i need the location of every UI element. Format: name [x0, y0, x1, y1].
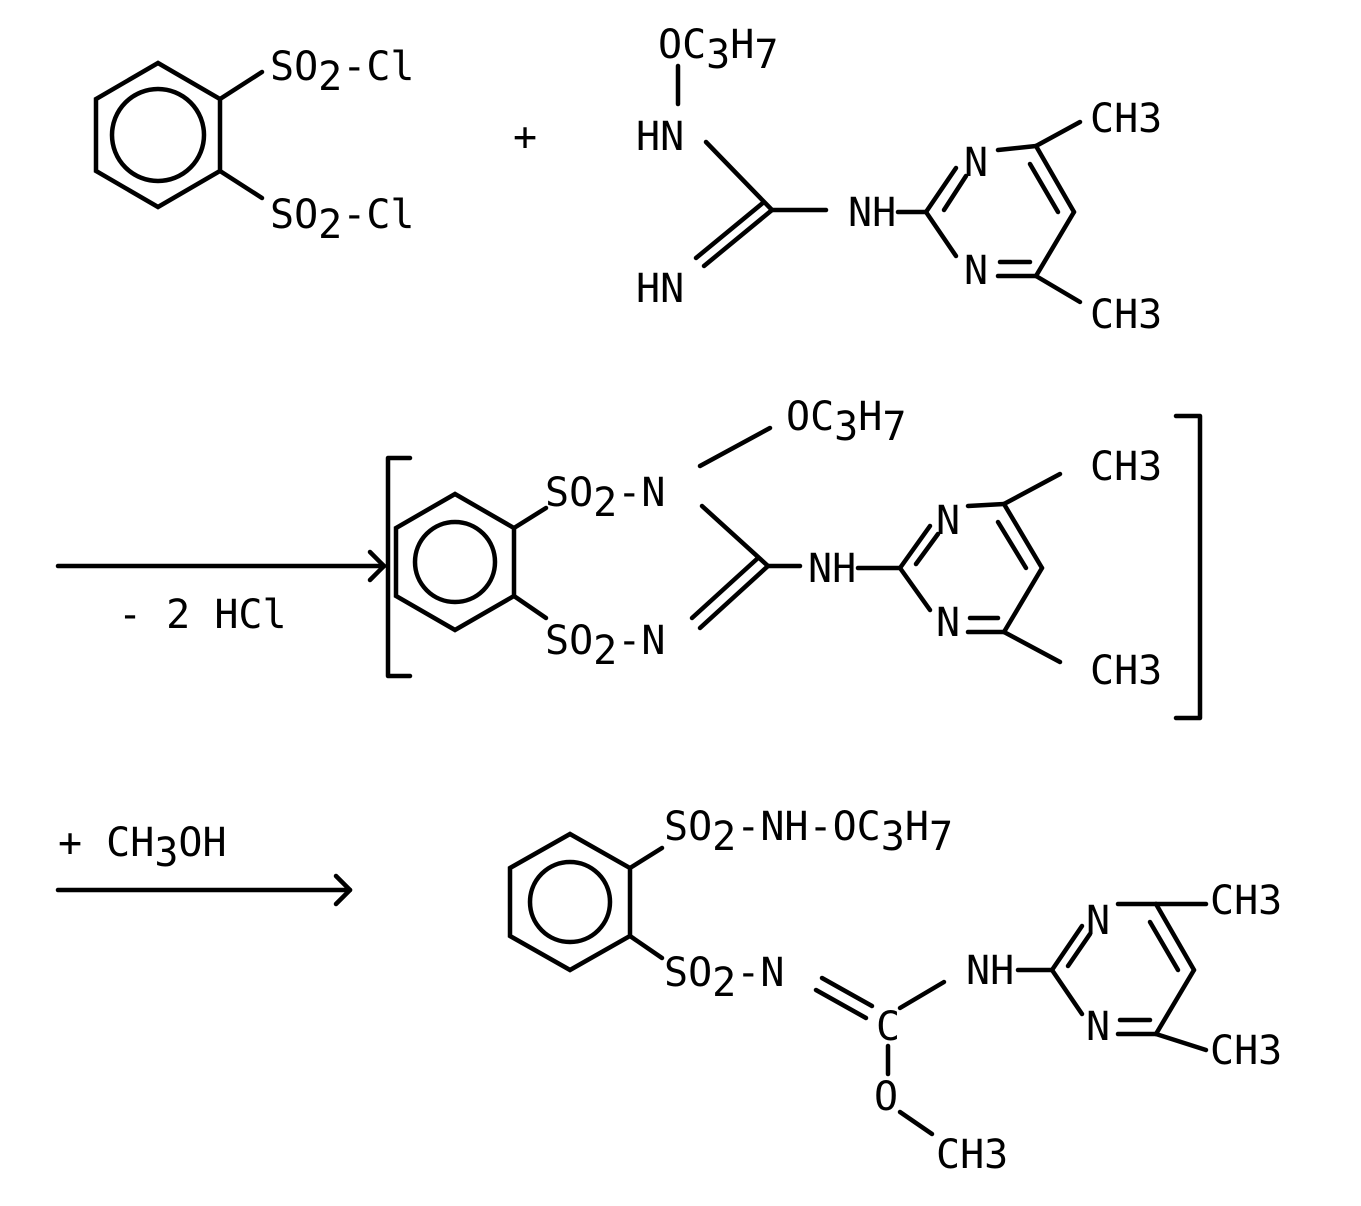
- hn-bottom-r2: HN: [636, 266, 684, 312]
- methoxy-methyl-p: CH3: [936, 1132, 1008, 1178]
- sulfonyl-n-bottom-p: SO2-N: [664, 950, 784, 1006]
- bond-c-nh-double-a: [704, 210, 772, 266]
- benzene-ring-1: [96, 63, 220, 207]
- methyl-bottom-p: CH3: [1210, 1028, 1282, 1074]
- pyr-p-bond-6: [1052, 970, 1082, 1014]
- bond-ring-so2-top-i: [514, 508, 546, 528]
- bond-me-top-i: [1004, 474, 1060, 504]
- pyr-i-bond-4: [1004, 568, 1042, 632]
- aromatic-circle-3: [530, 862, 610, 942]
- pyr-p-bond-3: [1156, 904, 1194, 970]
- pyr2-bond-4: [1036, 212, 1074, 276]
- bond-c-nh-p: [900, 982, 944, 1008]
- bond-me-bottom-r2: [1036, 276, 1080, 302]
- methyl-bottom-i: CH3: [1090, 648, 1162, 694]
- pyr2-bond-3: [1036, 146, 1074, 212]
- methyl-bottom-r2: CH3: [1090, 292, 1162, 338]
- pyr2-bond-1: [926, 168, 956, 212]
- bond-ring-so2-bottom: [220, 171, 262, 198]
- aromatic-circle-1: [112, 89, 204, 181]
- plus-sign: +: [513, 114, 537, 160]
- pyr-p-bond-4: [1156, 970, 1194, 1034]
- reaction-arrow-2: [58, 876, 350, 904]
- bond-me-bottom-p: [1156, 1034, 1206, 1050]
- bond-n-c-double-b-p: [816, 990, 866, 1018]
- ether-oxygen-p: O: [874, 1074, 898, 1120]
- bond-c-n-double-a-i: [700, 566, 768, 628]
- methyl-top-p: CH3: [1210, 878, 1282, 924]
- bracket-right: [1176, 416, 1200, 718]
- nh-link-p: NH: [966, 948, 1014, 994]
- sulfonyl-n-bottom-i: SO2-N: [545, 618, 665, 674]
- pyr2-bond-6: [926, 212, 956, 256]
- reactant-2: OC3H7 HN HN NH N N CH3 CH3: [636, 22, 1162, 338]
- reactant-1: SO2-Cl SO2-Cl: [96, 44, 415, 248]
- reagent-minus-hcl: - 2 HCl: [118, 592, 287, 638]
- methyl-top-r2: CH3: [1090, 96, 1162, 142]
- bond-me-top-r2: [1036, 122, 1080, 146]
- pyrimidine-n-bottom-i: N: [936, 600, 960, 646]
- aromatic-circle-2: [415, 522, 495, 602]
- pyr-p-bond-1: [1052, 926, 1082, 970]
- bond-o-methyl-p: [900, 1112, 932, 1134]
- methyl-top-i: CH3: [1090, 444, 1162, 490]
- sulfonamide-propoxy-top-p: SO2-NH-OC3H7: [664, 804, 953, 860]
- pyr2-bond-3b: [1030, 164, 1058, 212]
- pyr2-bond-2: [998, 146, 1036, 150]
- bracket-left: [388, 458, 410, 676]
- reaction-arrow-1: [58, 552, 384, 580]
- hn-top-r2: HN: [636, 114, 684, 160]
- sulfonyl-chloride-bottom: SO2-Cl: [270, 192, 415, 248]
- intermediate: SO2-N SO2-N OC3H7 NH N N CH3 CH3: [388, 394, 1200, 718]
- bond-n-propoxy-i: [700, 428, 770, 466]
- bond-c-nh-double-b: [696, 202, 764, 258]
- sulfonyl-n-top-i: SO2-N: [545, 470, 665, 526]
- pyrimidine-n-top-i: N: [936, 498, 960, 544]
- pyrimidine-n-top-p: N: [1086, 898, 1110, 944]
- propoxy-group-i: OC3H7: [786, 394, 906, 450]
- pyrimidine-n-top-r2: N: [964, 140, 988, 186]
- pyr-i-bond-3: [1004, 504, 1042, 568]
- pyrimidine-n-bottom-p: N: [1086, 1004, 1110, 1050]
- pyr-i-bond-3b: [998, 522, 1026, 568]
- bond-hn-c: [706, 142, 772, 210]
- bond-ring-so2-bottom-i: [514, 596, 546, 618]
- bond-me-bottom-i: [1004, 632, 1060, 662]
- bond-ring-so2-bottom-p: [630, 936, 662, 958]
- nh-link-r2: NH: [848, 190, 896, 236]
- pyrimidine-n-bottom-r2: N: [964, 248, 988, 294]
- bond-c-n-double-b-i: [692, 558, 758, 618]
- pyr-p-bond-3b: [1150, 922, 1178, 970]
- bond-ring-so2-top: [220, 72, 262, 99]
- imidate-carbon-p: C: [876, 1004, 900, 1050]
- nh-link-i: NH: [808, 546, 856, 592]
- pyr-i-bond-2: [968, 504, 1004, 506]
- reagent-methanol: + CH3OH: [58, 820, 227, 876]
- pyr-i-bond-6: [900, 568, 930, 610]
- sulfonyl-chloride-top: SO2-Cl: [270, 44, 415, 100]
- bond-ring-so2-top-p: [630, 848, 662, 868]
- product: SO2-NH-OC3H7 SO2-N C NH O CH3 N N CH3 CH…: [510, 804, 1282, 1178]
- bond-n-c-double-a-p: [822, 978, 872, 1006]
